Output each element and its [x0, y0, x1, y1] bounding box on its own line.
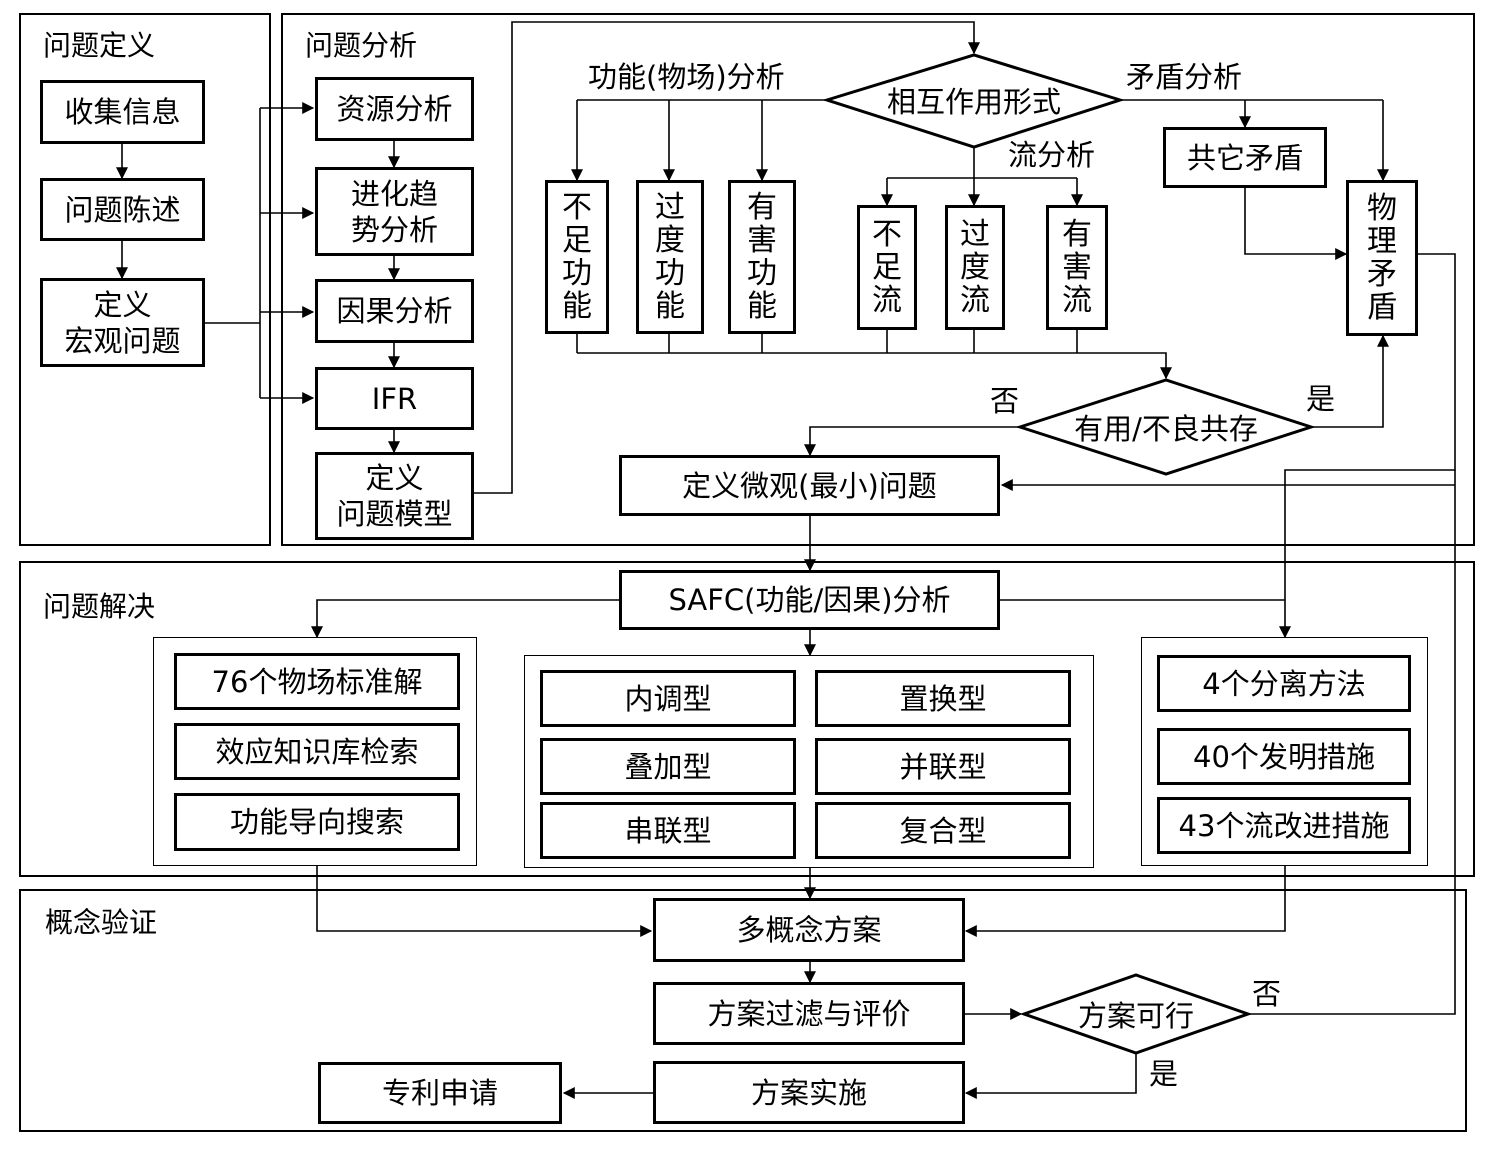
effect-knowledge-search-box: 效应知识库检索: [174, 723, 460, 780]
implement-box: 方案实施: [653, 1061, 965, 1124]
harmful-flow-box: 有害流: [1046, 205, 1108, 330]
parallel-type-box: 并联型: [815, 738, 1071, 795]
micro-problem-box: 定义微观(最小)问题: [619, 455, 1000, 516]
coexist-no-label: 否: [988, 384, 1022, 418]
analysis-region: [281, 13, 1475, 546]
separation-methods-box: 4个分离方法: [1157, 655, 1411, 712]
replacement-type-box: 置换型: [815, 670, 1071, 727]
excessive-flow-box: 过度流: [945, 205, 1005, 330]
coexist-yes-label: 是: [1304, 382, 1338, 416]
insufficient-function-box: 不足功能: [545, 180, 609, 334]
feasible-diamond-label: 方案可行: [1077, 999, 1194, 1033]
inventive-principles-box: 40个发明措施: [1157, 728, 1411, 785]
definition-region: [19, 13, 271, 546]
flow-branch-label: 流分析: [1006, 138, 1098, 172]
collect-info-box: 收集信息: [40, 80, 205, 144]
contradiction-tools-group: [1141, 637, 1428, 866]
filter-evaluate-box: 方案过滤与评价: [653, 982, 965, 1045]
harmful-function-box: 有害功能: [728, 180, 796, 334]
section-title-definition: 问题定义: [43, 29, 156, 62]
flow-improvement-measures-box: 43个流改进措施: [1157, 797, 1411, 854]
su-field-standard-solutions-box: 76个物场标准解: [174, 653, 460, 710]
problem-statement-box: 问题陈述: [40, 178, 205, 241]
standard-solutions-group: [153, 637, 477, 866]
cause-effect-box: 因果分析: [315, 279, 474, 343]
superposition-type-box: 叠加型: [540, 738, 796, 795]
multi-concept-box: 多概念方案: [653, 898, 965, 962]
ifr-box: IFR: [315, 367, 474, 430]
problem-model-box: 定义 问题模型: [315, 452, 474, 540]
section-title-analysis: 问题分析: [305, 29, 418, 62]
macro-problem-box: 定义 宏观问题: [40, 278, 205, 367]
series-type-box: 串联型: [540, 802, 796, 859]
interaction-diamond-label: 相互作用形式: [886, 85, 1061, 119]
coexist-diamond-label: 有用/不良共存: [1074, 412, 1258, 446]
internal-adjust-type-box: 内调型: [540, 670, 796, 727]
patent-application-box: 专利申请: [318, 1062, 562, 1124]
feasible-no-label: 否: [1250, 977, 1284, 1011]
contradiction-branch-label: 矛盾分析: [1124, 60, 1245, 94]
composite-type-box: 复合型: [815, 802, 1071, 859]
excessive-function-box: 过度功能: [636, 180, 704, 334]
feasible-yes-label: 是: [1147, 1057, 1181, 1091]
insufficient-flow-box: 不足流: [857, 205, 917, 330]
section-title-solving: 问题解决: [43, 590, 156, 623]
solving-region: [19, 561, 1475, 877]
function-branch-label: 功能(物场)分析: [586, 60, 787, 94]
resource-analysis-box: 资源分析: [315, 77, 474, 141]
physical-contradiction-box: 物理矛盾: [1346, 180, 1418, 336]
evolution-trend-box: 进化趋 势分析: [315, 167, 474, 256]
safc-analysis-box: SAFC(功能/因果)分析: [619, 570, 1000, 630]
section-title-verification: 概念验证: [45, 906, 158, 939]
other-contradiction-box: 共它矛盾: [1163, 127, 1327, 188]
verification-region: [19, 889, 1467, 1132]
function-oriented-search-box: 功能导向搜索: [174, 793, 460, 851]
transformation-types-group: [524, 655, 1094, 868]
